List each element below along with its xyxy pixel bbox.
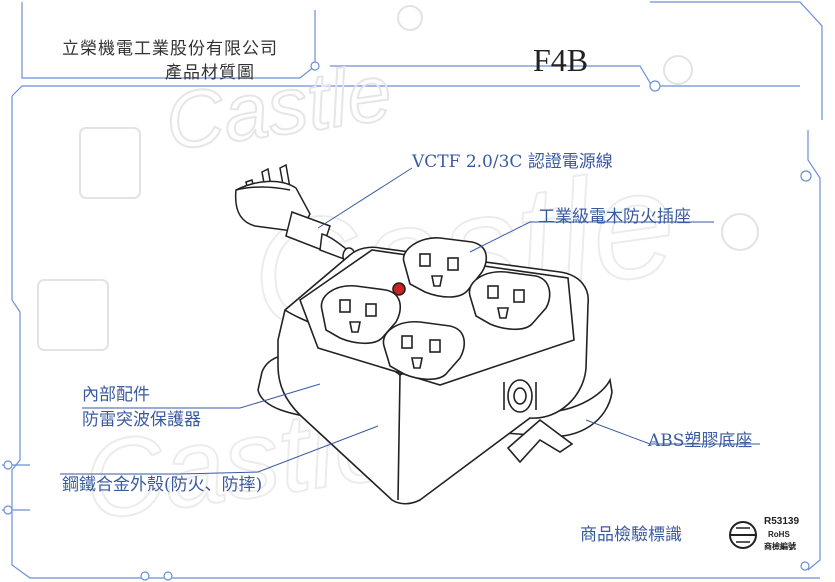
receptacle-bottom bbox=[382, 321, 466, 381]
sheet-subtitle: 產品材質圖 bbox=[165, 63, 255, 83]
rohs-label: RoHS bbox=[768, 530, 790, 539]
receptacle-right bbox=[468, 271, 551, 331]
callout-base: ABS塑膠底座 bbox=[648, 431, 753, 451]
company-name: 立榮機電工業股份有限公司 bbox=[62, 39, 278, 59]
callout-internal-line2: 防雷突波保護器 bbox=[82, 410, 201, 430]
callout-shell: 鋼鐵合金外殼(防火、防摔) bbox=[62, 475, 263, 495]
callout-receptacle: 工業級電木防火插座 bbox=[538, 207, 691, 227]
receptacle-left bbox=[320, 285, 402, 345]
model-number: F4B bbox=[533, 42, 589, 78]
indicator-light bbox=[392, 282, 406, 296]
cert-code: R53139 bbox=[764, 516, 800, 527]
power-cord-drawing bbox=[234, 163, 356, 265]
cert-caption: 商檢編號 bbox=[764, 542, 796, 551]
callout-internal-line1: 內部配件 bbox=[82, 385, 150, 405]
callout-power-cord: VCTF 2.0/3C 認證電源線 bbox=[412, 152, 613, 172]
cert-logo-mark bbox=[729, 521, 757, 549]
callout-certification: 商品檢驗標識 bbox=[580, 525, 682, 545]
receptacle-top bbox=[402, 237, 488, 298]
outlet-box-drawing bbox=[257, 237, 613, 505]
leader-lines bbox=[60, 167, 760, 475]
